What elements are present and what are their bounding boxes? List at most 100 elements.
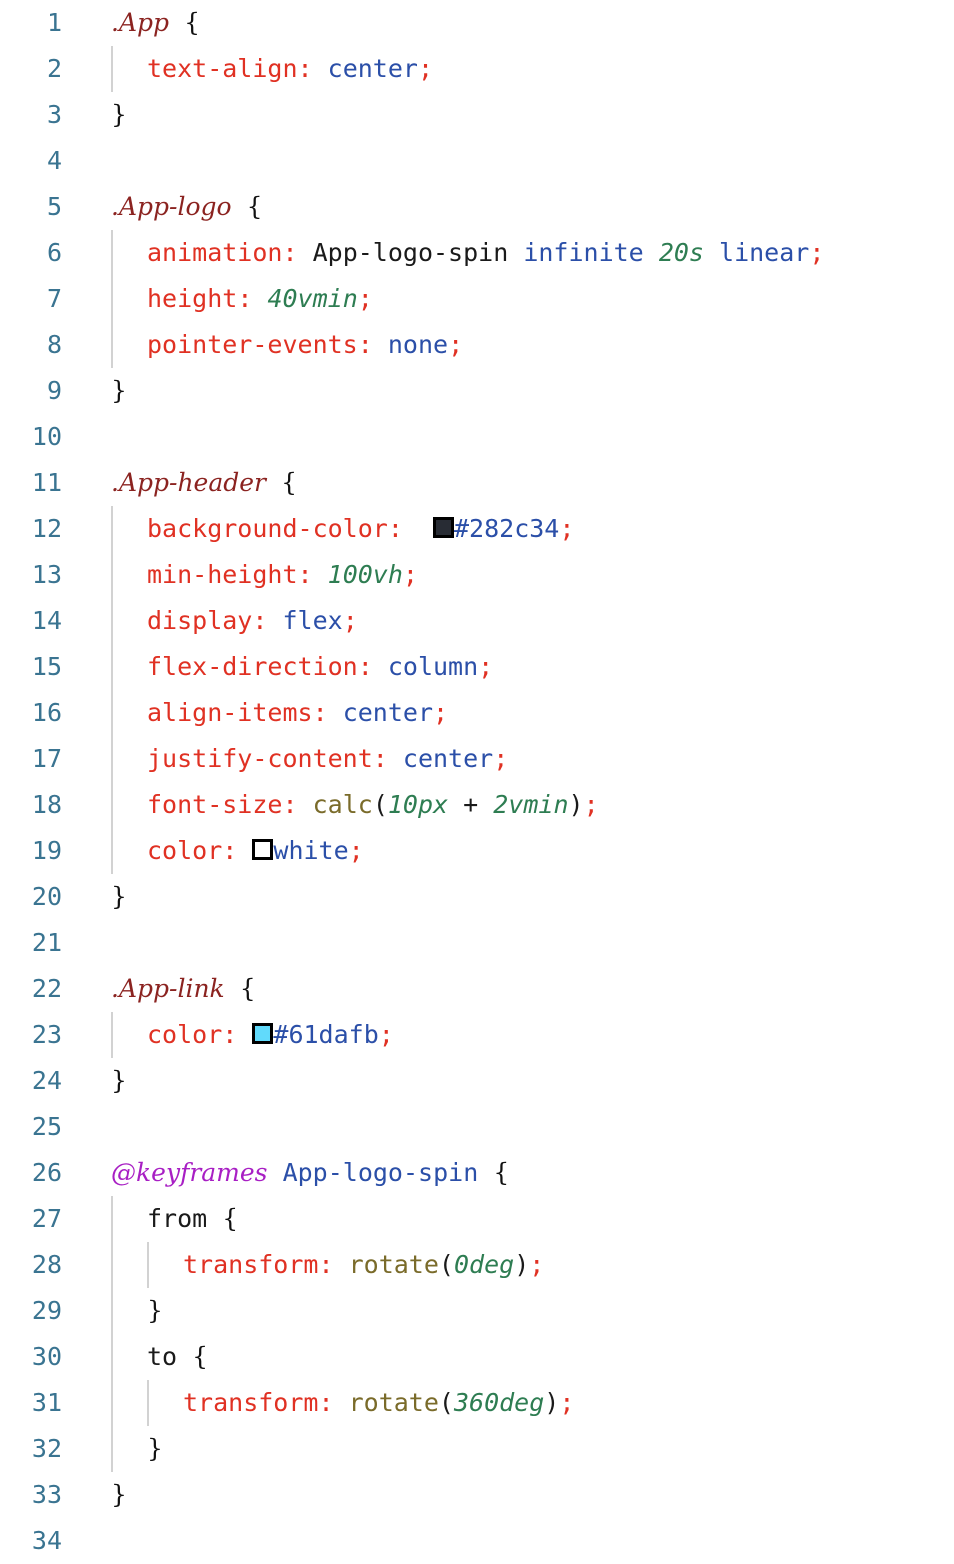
token-plain xyxy=(313,54,328,83)
token-num: 2vmin xyxy=(493,790,569,819)
token-brace: } xyxy=(111,1480,127,1509)
indent-guide xyxy=(147,1380,149,1426)
line-number: 3 xyxy=(46,100,62,129)
line-number: 5 xyxy=(46,192,62,221)
token-brace: { xyxy=(192,1342,209,1371)
indent-guide xyxy=(111,1426,113,1472)
token-sel: .App-header xyxy=(111,468,267,497)
token-punct: : xyxy=(357,652,373,681)
line-number: 17 xyxy=(31,744,62,773)
code-line[interactable]: 32} xyxy=(0,1426,954,1472)
token-plain xyxy=(478,1158,493,1187)
token-value: #61dafb xyxy=(273,1020,379,1049)
line-number: 28 xyxy=(31,1250,62,1279)
token-num: 0deg xyxy=(453,1250,515,1279)
line-number: 29 xyxy=(31,1296,62,1325)
token-punct: ; xyxy=(478,652,494,681)
code-line[interactable]: 1.App { xyxy=(0,0,954,46)
token-punct: ; xyxy=(417,54,434,83)
token-value: center xyxy=(402,744,494,773)
code-line[interactable]: 33} xyxy=(0,1472,954,1518)
color-swatch-icon[interactable] xyxy=(433,517,454,538)
code-line[interactable]: 20} xyxy=(0,874,954,920)
token-sel: .App-logo xyxy=(111,192,232,221)
token-value: #282c34 xyxy=(454,514,560,543)
line-content: flex-direction: column; xyxy=(111,644,493,690)
token-punct: ; xyxy=(559,1388,575,1417)
indent-guide xyxy=(111,276,113,322)
line-number: 23 xyxy=(31,1020,62,1049)
token-prop: min-height xyxy=(147,560,298,589)
token-punct: : xyxy=(318,1250,334,1279)
line-number: 18 xyxy=(31,790,62,819)
line-content: .App-header { xyxy=(111,460,297,506)
line-number: 31 xyxy=(31,1388,62,1417)
line-number: 33 xyxy=(31,1480,62,1509)
token-plain: ( xyxy=(438,1388,454,1417)
line-content: } xyxy=(111,1288,163,1334)
code-line[interactable]: 29} xyxy=(0,1288,954,1334)
line-number: 27 xyxy=(31,1204,62,1233)
token-value: infinite xyxy=(523,238,644,267)
code-line[interactable]: 25 xyxy=(0,1104,954,1150)
line-content: } xyxy=(111,1472,127,1518)
token-punct: ; xyxy=(342,606,358,635)
token-plain xyxy=(207,1204,222,1233)
code-line[interactable]: 22.App-link { xyxy=(0,966,954,1012)
token-punct: : xyxy=(318,1388,334,1417)
token-plain xyxy=(373,652,388,681)
code-line[interactable]: 9} xyxy=(0,368,954,414)
token-plain xyxy=(232,192,247,221)
token-plain xyxy=(266,468,281,497)
line-number: 14 xyxy=(31,606,62,635)
indent-guide xyxy=(111,1012,113,1058)
line-content: align-items: center; xyxy=(111,690,448,736)
token-sel: .App-link xyxy=(111,974,225,1003)
token-value: center xyxy=(327,54,418,83)
token-value: column xyxy=(387,652,479,681)
line-content: } xyxy=(111,92,127,138)
color-swatch-icon[interactable] xyxy=(252,1023,274,1044)
indent-guide xyxy=(111,322,113,368)
code-line[interactable]: 3} xyxy=(0,92,954,138)
code-line[interactable]: 26@keyframes App-logo-spin { xyxy=(0,1150,954,1196)
line-number: 8 xyxy=(46,330,62,359)
code-line[interactable]: 5.App-logo { xyxy=(0,184,954,230)
code-line[interactable]: 24} xyxy=(0,1058,954,1104)
code-line[interactable]: 34 xyxy=(0,1518,954,1564)
code-line[interactable]: 4 xyxy=(0,138,954,184)
code-line[interactable]: 10 xyxy=(0,414,954,460)
color-swatch-icon[interactable] xyxy=(252,839,274,860)
token-brace: } xyxy=(147,1296,163,1325)
indent-guide xyxy=(111,828,113,874)
token-punct: ; xyxy=(402,560,418,589)
token-brace: { xyxy=(239,974,256,1003)
code-line[interactable]: 11.App-header { xyxy=(0,460,954,506)
token-plain: ) xyxy=(544,1388,560,1417)
indent-guide xyxy=(111,506,113,552)
code-line[interactable]: 21 xyxy=(0,920,954,966)
token-punct: ; xyxy=(529,1250,545,1279)
token-plain xyxy=(704,238,719,267)
token-plain xyxy=(237,836,252,865)
indent-guide xyxy=(111,598,113,644)
token-kw: from xyxy=(147,1204,208,1233)
